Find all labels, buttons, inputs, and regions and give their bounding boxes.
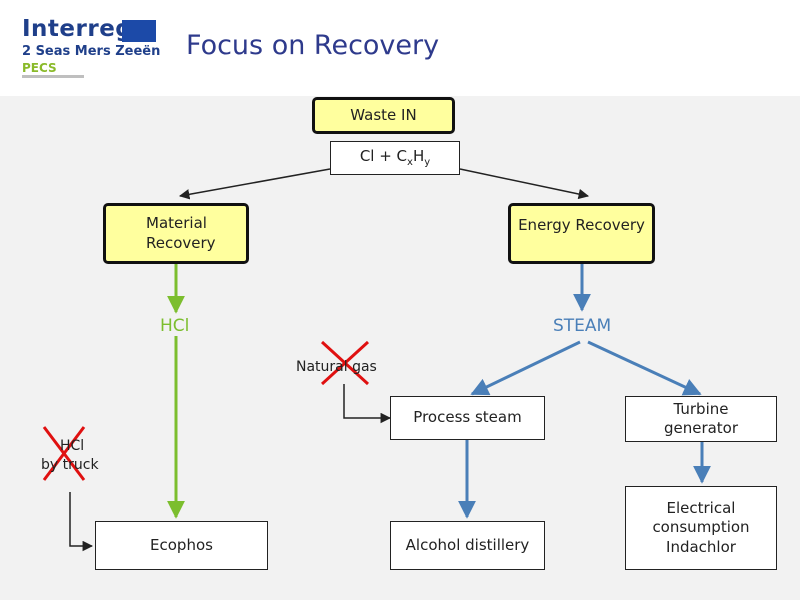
steam-to-turbine-arrow	[587, 340, 702, 396]
ecophos-label: Ecophos	[150, 535, 213, 554]
turbine-generator-label: Turbine generator	[663, 399, 739, 438]
energy-recovery-label: Energy Recovery	[518, 216, 645, 234]
slide-header: Interreg 2 Seas Mers Zeeën PECS Focus on…	[0, 0, 800, 96]
composition-box: Cl + CxHy	[330, 141, 460, 175]
truck-connector	[69, 492, 94, 552]
turbine-generator-box: Turbine generator	[625, 396, 777, 442]
material-recovery-box: Material Recovery	[103, 203, 249, 264]
steam-to-process-arrow	[470, 340, 581, 396]
natural-gas-connector	[343, 384, 392, 424]
process-steam-label: Process steam	[413, 408, 522, 427]
steam-label: STEAM	[553, 316, 612, 336]
waste-in-box: Waste IN	[312, 97, 455, 134]
eu-flag-icon	[122, 20, 156, 42]
hcl-label: HCl	[160, 316, 190, 336]
hcl-truck-label-line1: HCl	[60, 438, 85, 454]
composition-label: Cl + CxHy	[359, 147, 431, 168]
interreg-logo: Interreg 2 Seas Mers Zeeën PECS	[18, 14, 168, 80]
alcohol-distillery-label: Alcohol distillery	[405, 535, 530, 554]
alcohol-distillery-box: Alcohol distillery	[390, 521, 545, 570]
hcl-truck-label-line2: by truck	[41, 457, 99, 473]
logo-program: 2 Seas Mers Zeeën	[22, 44, 161, 59]
truck-cross-icon	[42, 426, 86, 481]
natural-gas-cross-icon	[320, 340, 370, 386]
split-left-arrow	[178, 168, 331, 200]
electrical-consumption-box: Electrical consumption Indachlor	[625, 486, 777, 570]
logo-brand: Interreg	[22, 16, 133, 42]
electrical-consumption-label: Electrical consumption Indachlor	[652, 498, 750, 556]
material-recovery-label: Material Recovery	[146, 214, 216, 252]
energy-recovery-box: Energy Recovery	[508, 203, 655, 264]
process-steam-box: Process steam	[390, 396, 545, 440]
page-title: Focus on Recovery	[186, 30, 440, 61]
ecophos-box: Ecophos	[95, 521, 268, 570]
split-right-arrow	[459, 168, 590, 200]
logo-tagline	[22, 75, 84, 78]
natural-gas-label: Natural gas	[296, 359, 377, 375]
logo-project: PECS	[22, 61, 57, 75]
waste-in-label: Waste IN	[350, 105, 417, 124]
